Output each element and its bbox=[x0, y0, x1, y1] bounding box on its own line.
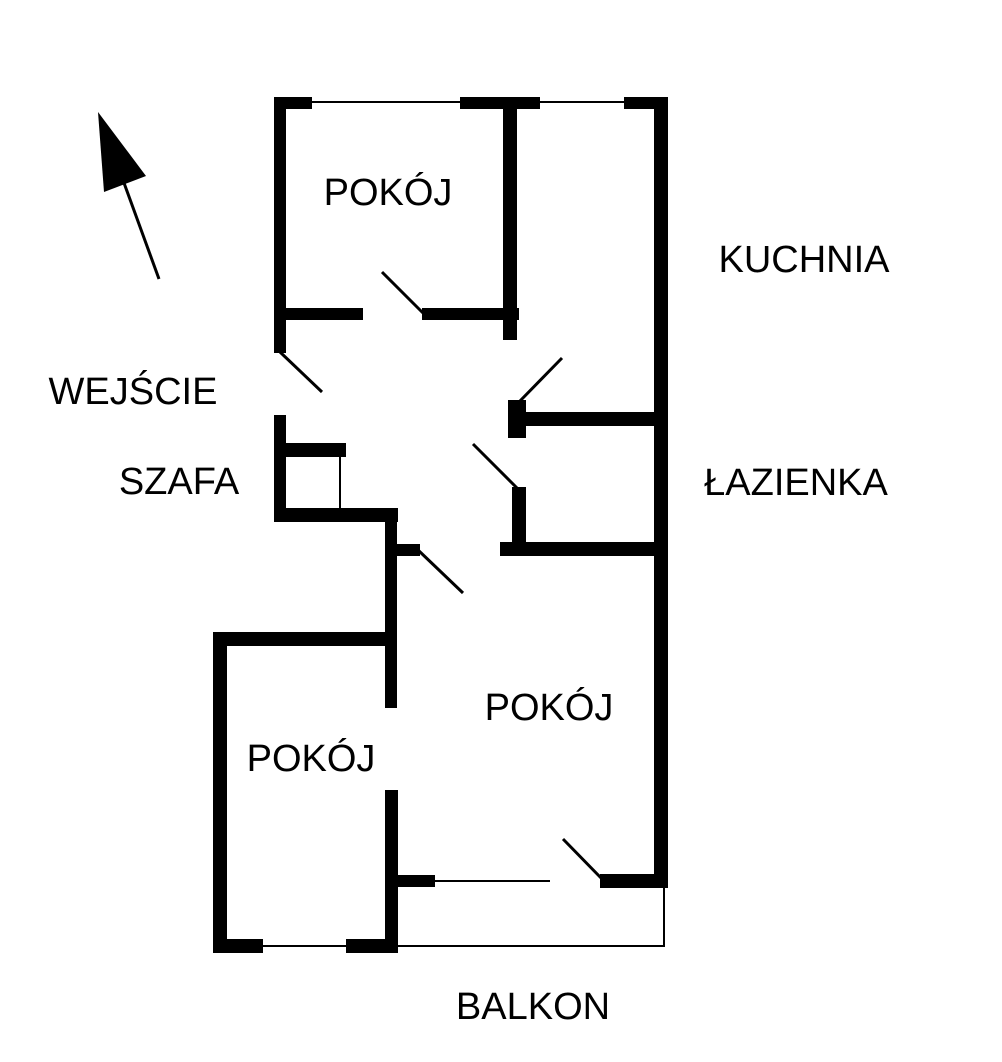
label-balcony: BALKON bbox=[456, 986, 610, 1028]
walls bbox=[213, 97, 668, 953]
doors bbox=[278, 270, 605, 882]
label-room-middle: POKÓJ bbox=[485, 686, 614, 729]
label-wardrobe: SZAFA bbox=[119, 461, 240, 503]
thin-lines bbox=[262, 101, 665, 947]
north-arrow-icon bbox=[98, 112, 161, 280]
label-entrance: WEJŚCIE bbox=[49, 368, 218, 413]
label-bathroom: ŁAZIENKA bbox=[704, 462, 888, 504]
room-labels: POKÓJ KUCHNIA WEJŚCIE SZAFA ŁAZIENKA POK… bbox=[49, 171, 891, 1028]
label-room-left: POKÓJ bbox=[247, 737, 376, 780]
label-kitchen: KUCHNIA bbox=[718, 239, 890, 281]
label-room-top: POKÓJ bbox=[324, 171, 453, 214]
